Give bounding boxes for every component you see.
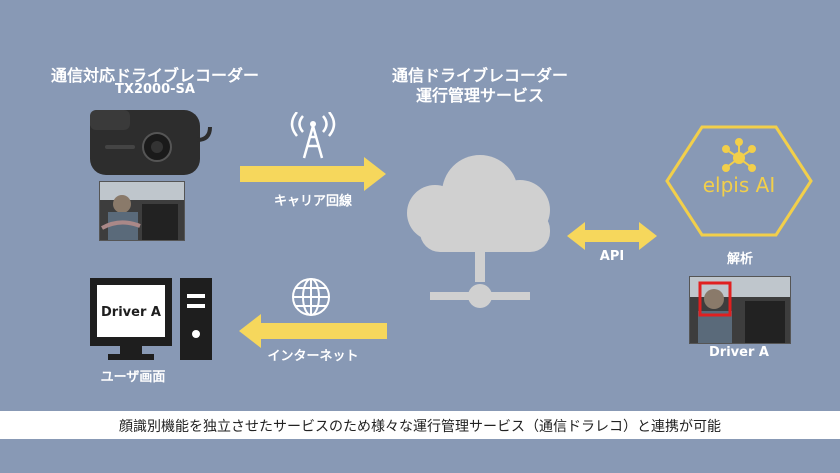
device-title: 通信対応ドライブレコーダー: [50, 66, 259, 85]
face-detect-box: [698, 281, 732, 317]
cloud-network-icon: [407, 155, 550, 308]
caption-text: 顔識別機能を独立させたサービスのため様々な運行管理サービス（通信ドラレコ）と連携…: [119, 419, 721, 435]
dashcam-icon: [90, 110, 212, 175]
monitor-text: Driver A: [101, 305, 161, 320]
carrier-arrow: [240, 157, 386, 191]
internet-arrow: [239, 314, 387, 348]
device-model: TX2000-SA: [115, 82, 195, 97]
carrier-label: キャリア回線: [273, 194, 352, 209]
caption-bar: [0, 411, 840, 439]
globe-icon: [292, 278, 330, 316]
ai-brand: elpis AI: [702, 173, 776, 197]
elpis-ai-logo: [665, 125, 813, 237]
user-screen-label: ユーザ画面: [100, 370, 166, 385]
api-label: API: [599, 249, 625, 264]
service-title-line1: 通信ドライブレコーダー: [391, 66, 568, 85]
service-title-line2: 運行管理サービス: [415, 86, 544, 105]
antenna-icon: [290, 112, 336, 159]
analysis-photo: [689, 276, 791, 344]
analysis-label: 解析: [726, 252, 753, 267]
analysis-result-label: Driver A: [709, 345, 769, 360]
api-arrow: [567, 222, 657, 250]
internet-label: インターネット: [267, 349, 359, 364]
computer-icon: [90, 278, 212, 360]
cabin-photo: [99, 181, 185, 241]
